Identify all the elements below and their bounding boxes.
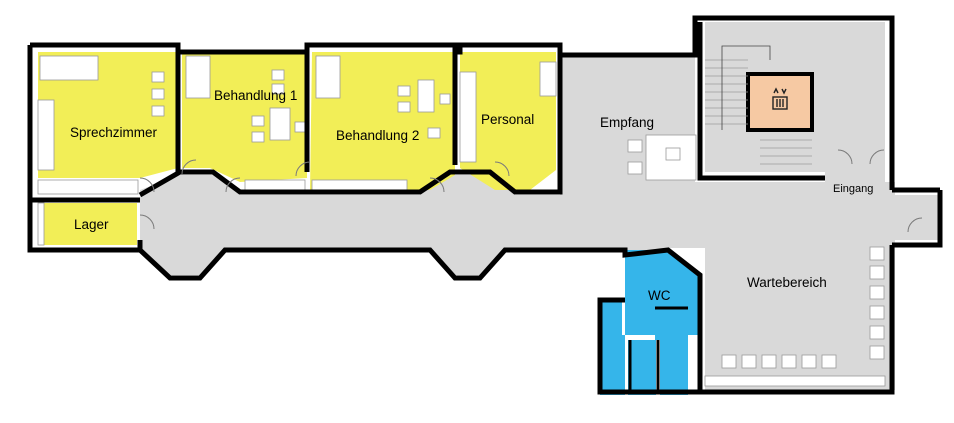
label-empfang: Empfang [600,115,655,130]
elevator-icon [772,87,788,110]
label-wc: WC [648,288,671,303]
room-sprechzimmer [38,52,178,178]
room-personal [460,52,556,190]
label-lager: Lager [74,217,109,232]
label-personal: Personal [481,112,535,127]
label-eingang: Eingang [833,183,874,195]
label-behandlung1: Behandlung 1 [214,88,298,103]
room-wc [600,250,700,395]
room-lager [42,203,137,245]
label-behandlung2: Behandlung 2 [336,128,420,143]
walls [27,15,943,395]
stairs [705,45,812,165]
label-sprechzimmer: Sprechzimmer [70,125,158,140]
door-swings [139,149,923,233]
label-wartebereich: Wartebereich [747,275,827,290]
furniture [37,55,886,387]
